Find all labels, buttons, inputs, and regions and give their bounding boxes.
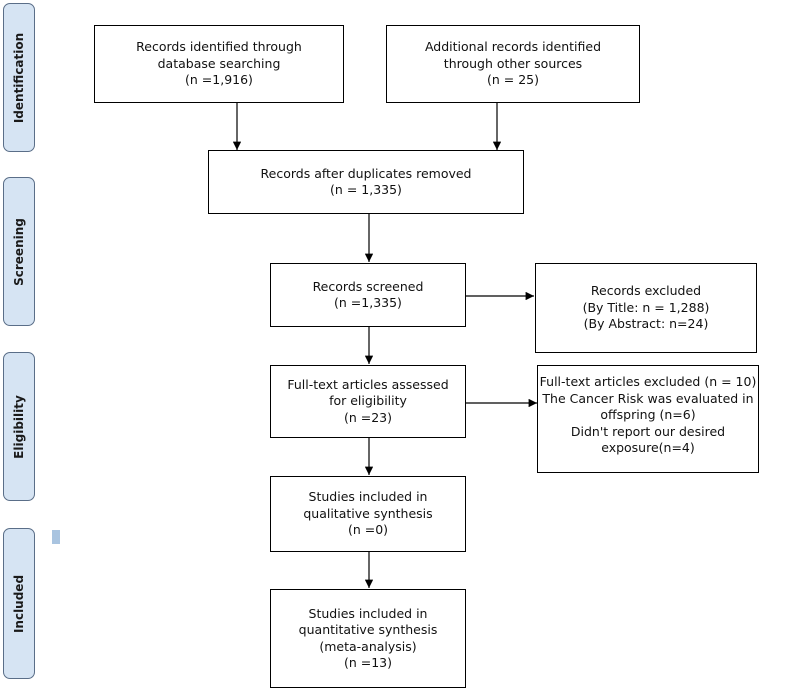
stage-eligibility: Eligibility <box>3 352 35 501</box>
box-screened-line-1: Records screened <box>312 278 424 294</box>
box-other-sources-line-3: (n = 25) <box>486 72 539 88</box>
box-qualitative-line-1: Studies included in <box>308 489 428 505</box>
stage-identification-label: Identification <box>12 32 27 123</box>
box-other-sources: Additional records identified through ot… <box>386 25 640 103</box>
box-qualitative-line-2: qualitative synthesis <box>303 505 433 521</box>
box-other-sources-line-1: Additional records identified <box>424 39 602 55</box>
stage-included-label: Included <box>12 574 27 633</box>
stage-eligibility-label: Eligibility <box>12 394 26 459</box>
box-fulltext-assessed-line-1: Full-text articles assessed <box>287 376 449 392</box>
box-db-search: Records identified through database sear… <box>94 25 344 103</box>
box-qualitative-line-3: (n =0) <box>347 522 389 538</box>
box-fulltext-assessed-line-3: (n =23) <box>343 409 393 425</box>
stage-included: Included <box>3 528 35 679</box>
box-fulltext-excluded-line-5: exposure(n=4) <box>601 440 695 455</box>
box-after-duplicates-line-1: Records after duplicates removed <box>260 165 472 181</box>
box-fulltext-assessed: Full-text articles assessed for eligibil… <box>270 365 466 438</box>
box-after-duplicates: Records after duplicates removed (n = 1,… <box>208 150 524 214</box>
box-other-sources-line-2: through other sources <box>443 55 583 71</box>
stage-identification: Identification <box>3 3 35 152</box>
box-quantitative: Studies included in quantitative synthes… <box>270 589 466 688</box>
box-records-excluded-line-3: (By Abstract: n=24) <box>583 316 709 332</box>
box-fulltext-excluded-line-3: offspring (n=6) <box>600 407 696 422</box>
box-quantitative-line-2: quantitative synthesis <box>298 622 438 637</box>
box-records-excluded-line-2: (By Title: n = 1,288) <box>582 299 710 315</box>
box-quantitative-line-4: (n =13) <box>343 655 393 670</box>
stage-screening-label: Screening <box>12 217 26 286</box>
box-fulltext-excluded: Full-text articles excluded (n = 10) The… <box>537 365 759 473</box>
stage-screening: Screening <box>3 177 35 326</box>
box-db-search-line-3: (n =1,916) <box>185 72 253 88</box>
box-quantitative-line-1: Studies included in <box>308 605 428 621</box>
box-fulltext-excluded-line-1: Full-text articles excluded (n = 10) <box>539 374 757 389</box>
box-records-excluded: Records excluded (By Title: n = 1,288) (… <box>535 263 757 353</box>
box-fulltext-assessed-line-2: for eligibility <box>329 393 407 409</box>
box-after-duplicates-line-2: (n = 1,335) <box>330 182 402 197</box>
box-fulltext-excluded-line-2: The Cancer Risk was evaluated in <box>542 390 754 406</box>
decorative-marker <box>52 530 60 544</box>
box-db-search-line-1: Records identified through <box>136 39 302 55</box>
box-qualitative: Studies included in qualitative synthesi… <box>270 476 466 552</box>
box-quantitative-line-3: (meta-analysis) <box>319 638 417 654</box>
box-records-excluded-line-1: Records excluded <box>590 283 702 299</box>
box-fulltext-excluded-line-4: Didn't report our desired <box>570 423 726 439</box>
box-screened: Records screened (n =1,335) <box>270 263 466 327</box>
box-screened-line-2: (n =1,335) <box>334 295 402 310</box>
box-db-search-line-2: database searching <box>157 55 281 71</box>
